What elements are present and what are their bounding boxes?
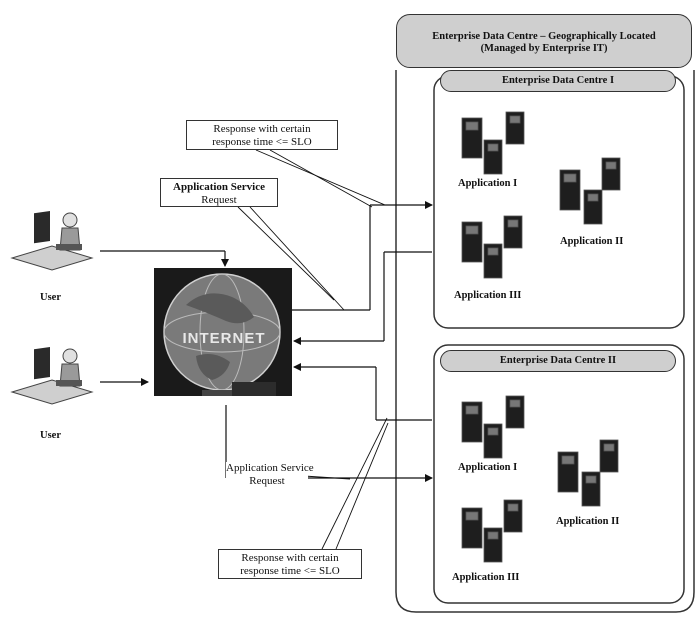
callout-request-bottom-line1: Application Service [226,462,314,474]
server-icon-dc1-app3 [461,215,523,279]
dc2-app1-label: Application I [458,462,518,473]
server-icon-dc2-app1 [461,395,525,459]
callout-response-top-line2: response time <= SLO [212,136,312,148]
callout-request-top-pointer-1 [237,206,335,301]
user-workstation-icon-2 [10,346,94,405]
callout-response-bottom-line2: response time <= SLO [240,565,340,577]
callout-request-top-line1: Application Service [173,181,265,193]
callout-request-top-pointer-2 [249,206,345,311]
callout-response-bottom-pointer-2 [335,422,389,550]
server-icon-dc2-app2 [557,439,619,507]
server-icon-dc1-app1 [461,111,525,175]
callout-request-bottom: Application Service Request [226,462,314,488]
dc1-app3-label: Application III [454,290,522,301]
callout-response-bottom-pointer-1 [321,417,388,550]
callout-response-bottom-line1: Response with certain [241,552,339,564]
dc2-app3-label: Application III [452,572,520,583]
callout-response-top-pointer-2 [255,149,386,206]
enterprise-title-line2: (Managed by Enterprise IT) [480,43,608,54]
callout-response-top-line1: Response with certain [213,123,311,135]
dc2-app2-label: Application II [556,516,620,527]
callout-response-bottom: Response with certain response time <= S… [218,549,362,579]
dc1-app1-label: Application I [458,178,518,189]
callout-request-top: Application Service Request [160,178,278,207]
user-label-1: User [40,292,61,303]
dc2-box [433,344,685,604]
callout-request-bottom-line2: Request [249,475,285,487]
enterprise-title: Enterprise Data Centre – Geographically … [396,14,692,68]
enterprise-container [395,70,695,613]
callout-response-top: Response with certain response time <= S… [186,120,338,150]
callout-request-top-line2: Request [201,194,237,206]
internet-label: INTERNET [182,330,266,347]
dc2-title: Enterprise Data Centre II [440,350,676,372]
server-icon-dc1-app2 [559,157,621,225]
dc1-app2-label: Application II [560,236,624,247]
server-icon-dc2-app3 [461,499,523,563]
callout-request-bottom-pointer-1 [303,475,351,480]
enterprise-title-line1: Enterprise Data Centre – Geographically … [432,31,656,42]
user-workstation-icon-1 [10,210,94,271]
dc1-title: Enterprise Data Centre I [440,70,676,92]
callout-response-top-pointer-1 [269,149,373,208]
user-label-2: User [40,430,61,441]
internet-globe-icon [154,268,292,396]
